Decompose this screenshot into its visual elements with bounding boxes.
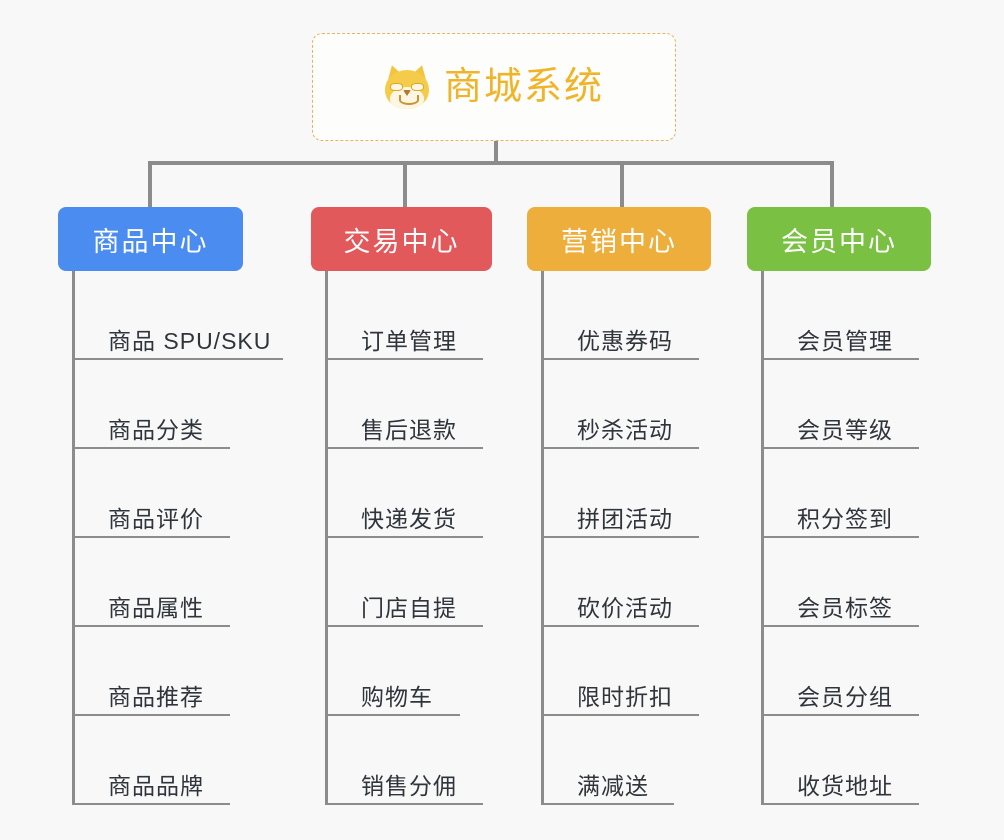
list-item[interactable]: 门店自提 (328, 538, 492, 627)
list-item-underline (75, 536, 230, 538)
list-item[interactable]: 砍价活动 (544, 538, 711, 627)
list-item-underline (328, 714, 460, 716)
list-item[interactable]: 售后退款 (328, 360, 492, 449)
list-item-label: 商品评价 (108, 506, 204, 532)
category-column-2: 交易中心订单管理售后退款快递发货门店自提购物车销售分佣 (311, 207, 492, 805)
shiba-inu-dog-icon (383, 62, 431, 109)
connector-drop-4 (830, 161, 834, 207)
list-item-label: 门店自提 (361, 595, 457, 621)
list-item-underline (764, 803, 919, 805)
connector-drop-1 (148, 161, 152, 207)
list-item-underline (764, 536, 919, 538)
list-item[interactable]: 优惠券码 (544, 271, 711, 360)
list-item-underline (328, 803, 483, 805)
list-item-underline (328, 536, 483, 538)
list-item[interactable]: 销售分佣 (328, 716, 492, 805)
list-item[interactable]: 会员等级 (764, 360, 931, 449)
list-item[interactable]: 会员分组 (764, 627, 931, 716)
list-item[interactable]: 购物车 (328, 627, 492, 716)
list-item[interactable]: 订单管理 (328, 271, 492, 360)
list-item-underline (544, 714, 699, 716)
category-header-2[interactable]: 交易中心 (311, 207, 492, 271)
list-item[interactable]: 商品属性 (75, 538, 243, 627)
list-item-underline (544, 447, 699, 449)
list-item[interactable]: 积分签到 (764, 449, 931, 538)
list-item-label: 销售分佣 (361, 773, 457, 799)
list-item-underline (544, 803, 674, 805)
list-item-underline (328, 447, 483, 449)
list-item-label: 会员标签 (797, 595, 893, 621)
list-item[interactable]: 商品评价 (75, 449, 243, 538)
list-item[interactable]: 会员标签 (764, 538, 931, 627)
list-item-label: 会员管理 (797, 328, 893, 354)
list-item[interactable]: 限时折扣 (544, 627, 711, 716)
list-item-underline (764, 358, 919, 360)
list-item[interactable]: 满减送 (544, 716, 711, 805)
list-item-underline (544, 625, 699, 627)
list-item-label: 商品品牌 (108, 773, 204, 799)
category-header-4[interactable]: 会员中心 (747, 207, 931, 271)
category-header-1[interactable]: 商品中心 (58, 207, 243, 271)
list-item[interactable]: 秒杀活动 (544, 360, 711, 449)
list-item-label: 快递发货 (361, 506, 457, 532)
connector-horizontal-bus (148, 161, 832, 165)
list-item-underline (75, 625, 230, 627)
list-item-underline (764, 625, 919, 627)
list-item-label: 会员等级 (797, 417, 893, 443)
list-item-label: 会员分组 (797, 684, 893, 710)
list-item-label: 积分签到 (797, 506, 893, 532)
connector-root-stem (494, 141, 498, 163)
list-item-underline (544, 536, 699, 538)
list-item-underline (328, 625, 483, 627)
category-header-3[interactable]: 营销中心 (527, 207, 711, 271)
list-item[interactable]: 会员管理 (764, 271, 931, 360)
list-item[interactable]: 商品分类 (75, 360, 243, 449)
list-item-label: 订单管理 (361, 328, 457, 354)
list-item-label: 满减送 (577, 773, 649, 799)
list-item[interactable]: 商品推荐 (75, 627, 243, 716)
list-item-underline (764, 447, 919, 449)
list-item-underline (764, 714, 919, 716)
list-item-label: 购物车 (361, 684, 433, 710)
connector-drop-2 (403, 161, 407, 207)
root-node[interactable]: 商城系统 (312, 33, 676, 141)
list-item[interactable]: 商品品牌 (75, 716, 243, 805)
list-item-underline (75, 358, 283, 360)
list-item-label: 商品 SPU/SKU (108, 328, 272, 354)
list-item-label: 商品分类 (108, 417, 204, 443)
category-item-list-1: 商品 SPU/SKU 商品分类商品评价商品属性商品推荐商品品牌 (72, 271, 283, 805)
list-item-label: 拼团活动 (577, 506, 673, 532)
list-item-label: 商品属性 (108, 595, 204, 621)
category-column-3: 营销中心优惠券码秒杀活动拼团活动砍价活动限时折扣满减送 (527, 207, 711, 805)
list-item-underline (75, 714, 230, 716)
list-item[interactable]: 收货地址 (764, 716, 931, 805)
connector-drop-3 (620, 161, 624, 207)
root-title: 商城系统 (443, 66, 604, 108)
category-item-list-3: 优惠券码秒杀活动拼团活动砍价活动限时折扣满减送 (541, 271, 711, 805)
list-item-underline (544, 358, 699, 360)
list-item-label: 售后退款 (361, 417, 457, 443)
list-item-label: 商品推荐 (108, 684, 204, 710)
list-item-label: 优惠券码 (577, 328, 673, 354)
list-item-underline (75, 803, 230, 805)
list-item-label: 限时折扣 (577, 684, 673, 710)
list-item-underline (328, 358, 483, 360)
category-item-list-2: 订单管理售后退款快递发货门店自提购物车销售分佣 (325, 271, 492, 805)
list-item-label: 秒杀活动 (577, 417, 673, 443)
list-item-label: 砍价活动 (577, 595, 673, 621)
list-item-label: 收货地址 (797, 773, 893, 799)
category-column-4: 会员中心会员管理会员等级积分签到会员标签会员分组收货地址 (747, 207, 931, 805)
list-item[interactable]: 快递发货 (328, 449, 492, 538)
list-item-underline (75, 447, 230, 449)
list-item[interactable]: 拼团活动 (544, 449, 711, 538)
list-item[interactable]: 商品 SPU/SKU (75, 271, 283, 360)
category-item-list-4: 会员管理会员等级积分签到会员标签会员分组收货地址 (761, 271, 931, 805)
category-column-1: 商品中心商品 SPU/SKU 商品分类商品评价商品属性商品推荐商品品牌 (58, 207, 283, 805)
